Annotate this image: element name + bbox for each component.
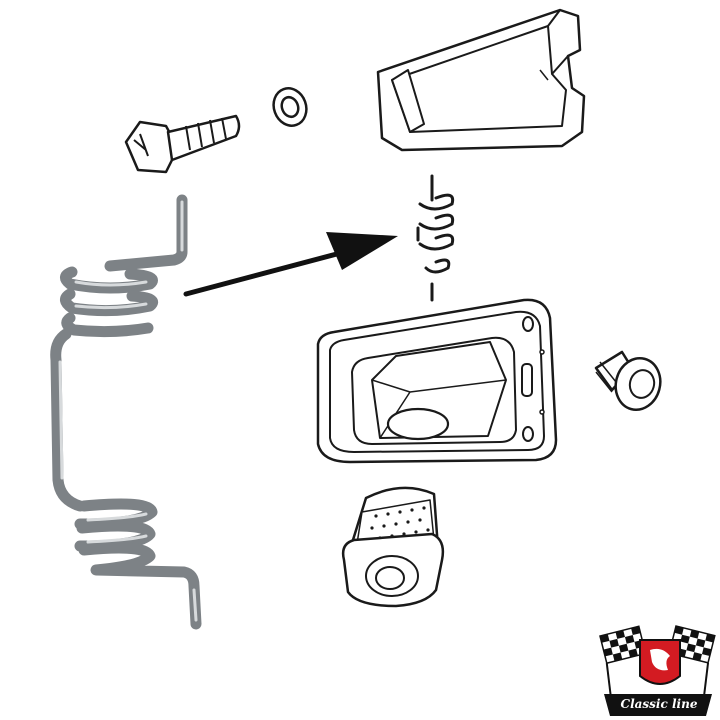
lower-housing-icon bbox=[316, 298, 558, 464]
arrow-icon bbox=[183, 232, 398, 297]
grommet-icon bbox=[341, 486, 445, 608]
classic-line-logo bbox=[599, 625, 716, 716]
washer-icon bbox=[272, 87, 308, 127]
screw-icon bbox=[124, 114, 241, 174]
small-spring-icon bbox=[416, 174, 455, 302]
plug-icon bbox=[594, 350, 662, 412]
brand-logo-text: Classic line bbox=[620, 697, 698, 711]
upper-housing-icon bbox=[376, 8, 586, 152]
torsion-spring-icon bbox=[50, 194, 202, 630]
